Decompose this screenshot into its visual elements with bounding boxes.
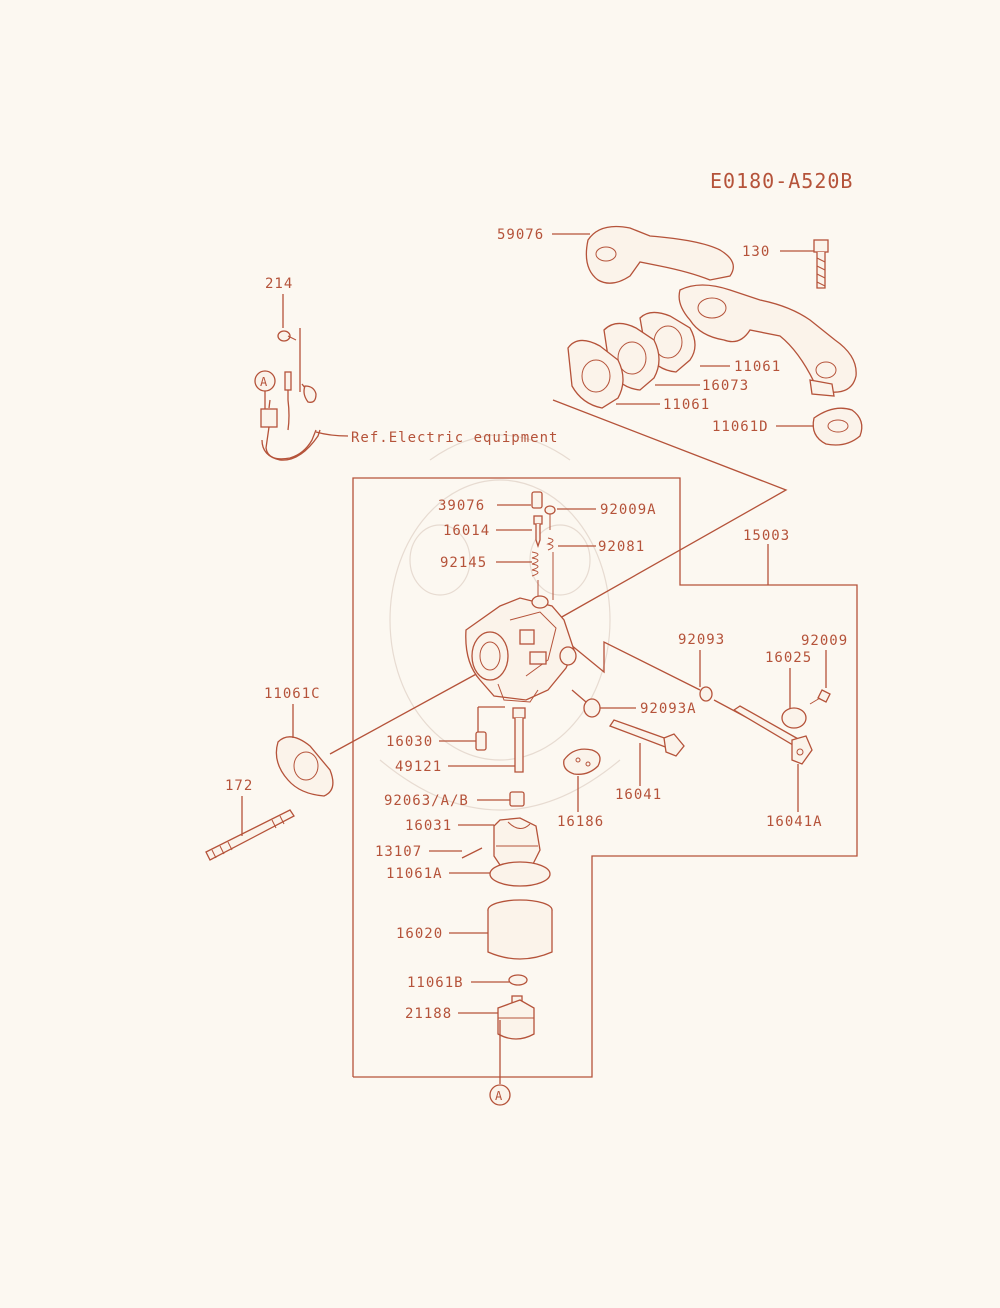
label-59076: 59076	[497, 227, 544, 243]
manifold-59076	[585, 225, 857, 397]
gasket-11061C	[275, 736, 334, 797]
label-13107: 13107	[375, 844, 422, 860]
seal-92093	[699, 686, 713, 702]
label-39076: 39076	[438, 498, 485, 514]
label-11061C: 11061C	[264, 686, 321, 702]
needle-16014	[533, 515, 543, 549]
gasket-11061-lower	[567, 339, 624, 409]
bolt-130	[813, 239, 829, 289]
label-130: 130	[742, 244, 770, 260]
label-16025: 16025	[765, 650, 812, 666]
label-11061-lower: 11061	[663, 397, 710, 413]
label-92093A: 92093A	[640, 701, 697, 717]
shaft-16041	[609, 719, 685, 757]
float-16031	[493, 817, 541, 869]
label-92009: 92009	[801, 633, 848, 649]
washer-11061B	[508, 974, 528, 986]
callout-a-top: A	[254, 370, 276, 409]
bowl-16020	[487, 899, 553, 960]
jet-16030	[475, 731, 487, 751]
jet-92063	[509, 791, 525, 807]
label-16186: 16186	[557, 814, 604, 830]
wire-harness	[260, 328, 349, 461]
label-92081: 92081	[598, 539, 645, 555]
label-16073: 16073	[702, 378, 749, 394]
nozzle-49121	[512, 707, 526, 773]
carburetor-body	[465, 595, 577, 703]
label-49121: 49121	[395, 759, 442, 775]
bolt-21188	[497, 995, 535, 1040]
svg-text:A: A	[495, 1089, 503, 1103]
spring-92145	[531, 551, 539, 600]
label-ref-electric-equipment: Ref.Electric equipment	[351, 430, 558, 446]
screw-214	[277, 330, 297, 342]
label-214: 214	[265, 276, 293, 292]
label-11061A: 11061A	[386, 866, 443, 882]
oring-11061A	[489, 861, 551, 887]
label-15003: 15003	[743, 528, 790, 544]
label-92093: 92093	[678, 632, 725, 648]
svg-text:A: A	[260, 375, 268, 389]
gasket-11061D	[812, 407, 863, 446]
label-92145: 92145	[440, 555, 487, 571]
spring-92081	[546, 537, 554, 600]
label-16041A: 16041A	[766, 814, 823, 830]
label-172: 172	[225, 778, 253, 794]
label-16041: 16041	[615, 787, 662, 803]
cap-39076	[531, 491, 543, 509]
shaft-16041A	[732, 705, 813, 765]
label-16030: 16030	[386, 734, 433, 750]
pin-13107	[461, 847, 483, 859]
label-92063: 92063/A/B	[384, 793, 469, 809]
label-92009A: 92009A	[600, 502, 657, 518]
label-11061D: 11061D	[712, 419, 769, 435]
assembly-frame	[329, 399, 858, 1078]
label-16020: 16020	[396, 926, 443, 942]
callout-a-bottom: A	[489, 1084, 511, 1106]
label-11061-upper: 11061	[734, 359, 781, 375]
screw-92009	[809, 689, 831, 705]
plate-16025	[781, 707, 807, 729]
label-11061B: 11061B	[407, 975, 464, 991]
valve-16186	[563, 748, 601, 775]
screw-92009A	[544, 505, 556, 530]
label-21188: 21188	[405, 1006, 452, 1022]
label-16014: 16014	[443, 523, 490, 539]
stud-172	[205, 809, 295, 861]
watermark	[379, 434, 621, 811]
collar-92093A	[583, 698, 601, 718]
diagram-code: E0180-A520B	[710, 169, 853, 193]
label-16031: 16031	[405, 818, 452, 834]
